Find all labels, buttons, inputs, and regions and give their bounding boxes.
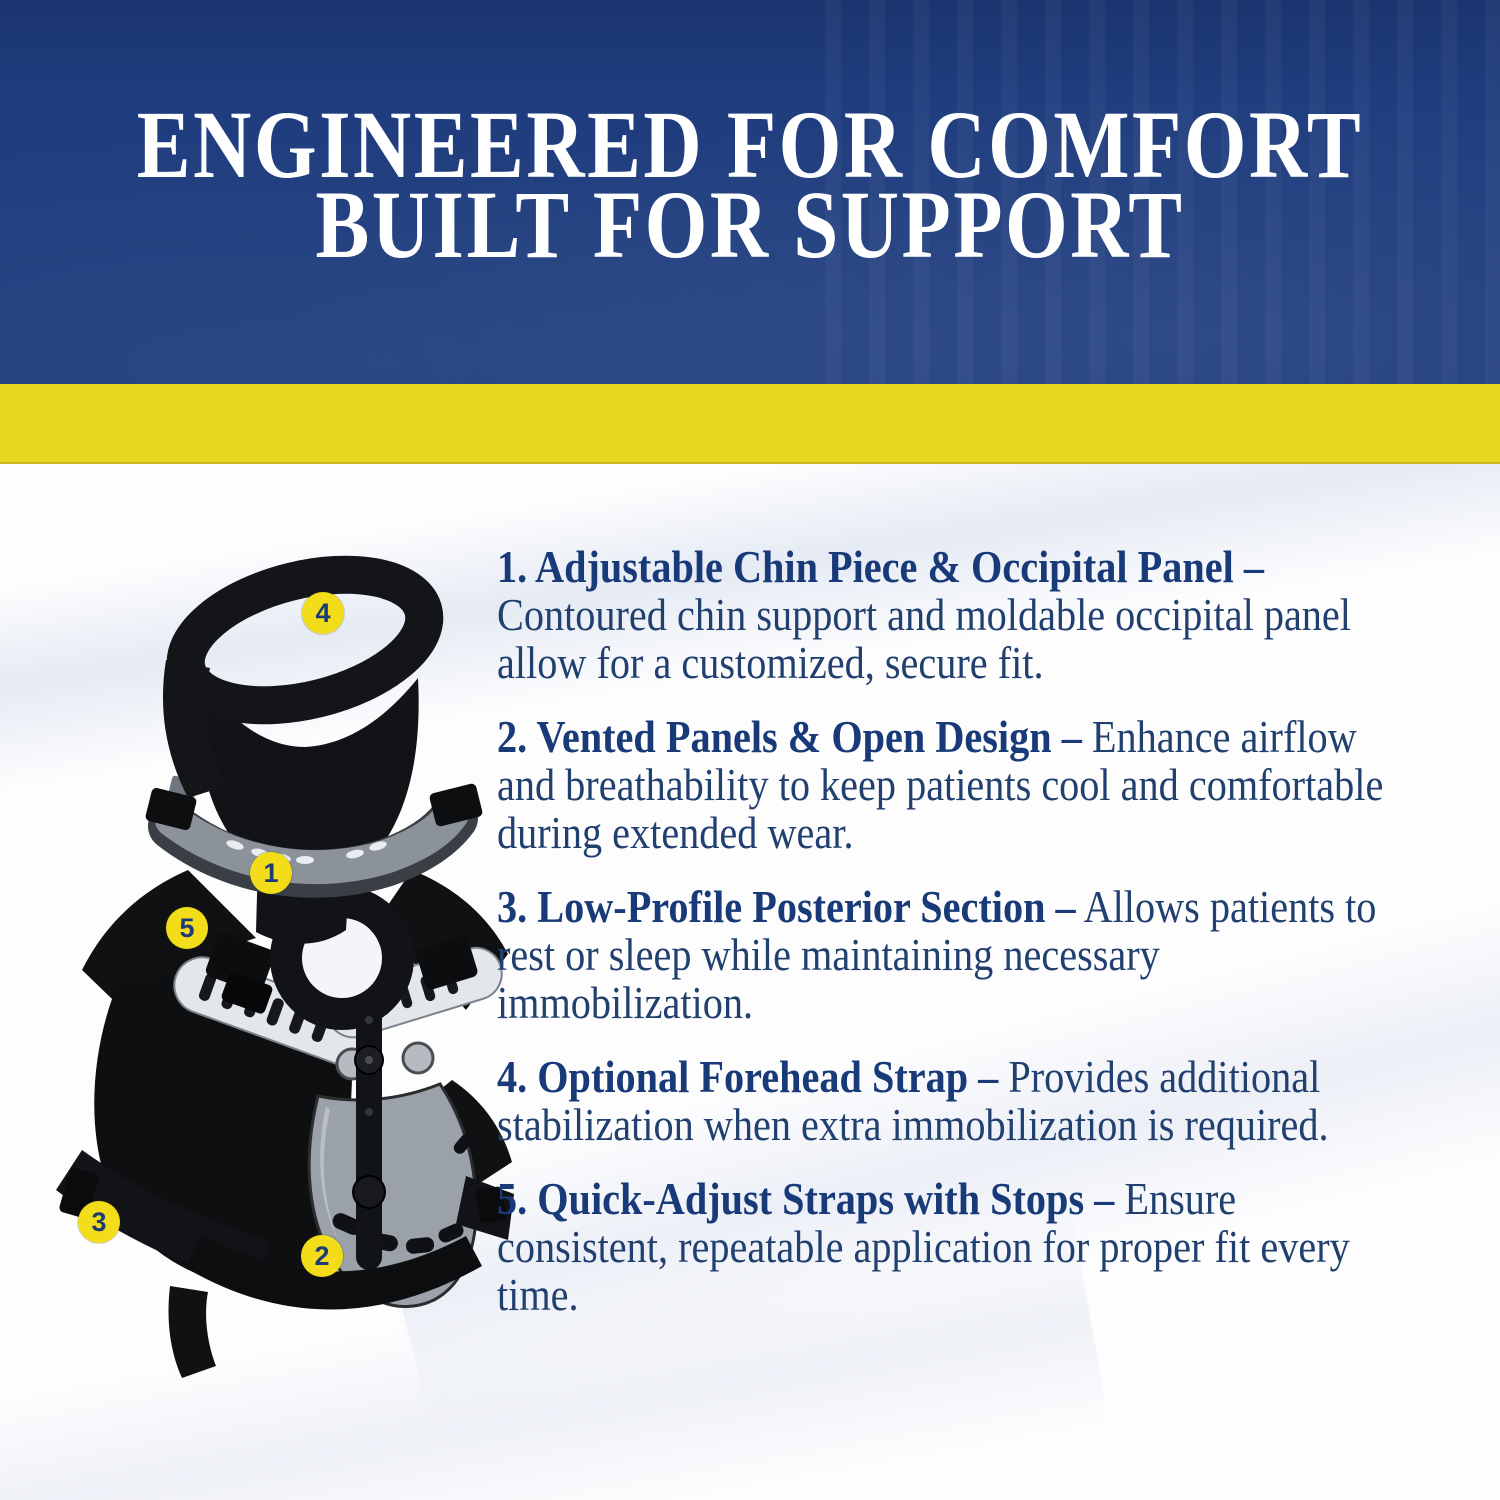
callout-badge-4: 4 xyxy=(302,592,344,634)
feature-item-5: 5. Quick-Adjust Straps with Stops – Ensu… xyxy=(497,1175,1416,1319)
feature-4-heading: 4. Optional Forehead Strap xyxy=(497,1051,969,1102)
feature-5-heading: 5. Quick-Adjust Straps with Stops xyxy=(497,1173,1085,1224)
header-cityscape-tint xyxy=(825,0,1500,384)
feature-1-body: Contoured chin support and moldable occi… xyxy=(497,589,1351,688)
center-adjust-strap xyxy=(352,1002,386,1270)
feature-2-dash: – xyxy=(1061,711,1082,762)
feature-1-heading: 1. Adjustable Chin Piece & Occipital Pan… xyxy=(497,541,1234,592)
callout-badge-5: 5 xyxy=(166,907,208,949)
yellow-divider-stripe xyxy=(0,384,1500,464)
title-line-1: ENGINEERED FOR COMFORT xyxy=(136,91,1364,198)
feature-1-dash: – xyxy=(1243,541,1264,592)
callout-badge-1: 1 xyxy=(250,852,292,894)
header-banner: ENGINEERED FOR COMFORT BUILT FOR SUPPORT xyxy=(0,0,1500,384)
title-line-2: BUILT FOR SUPPORT xyxy=(315,171,1185,278)
feature-2-heading: 2. Vented Panels & Open Design xyxy=(497,711,1052,762)
callout-badge-3: 3 xyxy=(78,1201,120,1243)
feature-item-2: 2. Vented Panels & Open Design – Enhance… xyxy=(497,713,1416,857)
fastener-bolt xyxy=(401,1041,435,1075)
callout-badge-2: 2 xyxy=(301,1235,343,1277)
header-texture xyxy=(0,0,1500,384)
feature-item-1: 1. Adjustable Chin Piece & Occipital Pan… xyxy=(497,543,1416,687)
product-photo-cto-brace xyxy=(56,555,514,1378)
feature-4-dash: – xyxy=(978,1051,999,1102)
feature-3-heading: 3. Low-Profile Posterior Section xyxy=(497,881,1046,932)
feature-list: 1. Adjustable Chin Piece & Occipital Pan… xyxy=(497,543,1416,1345)
feature-item-3: 3. Low-Profile Posterior Section – Allow… xyxy=(497,883,1416,1027)
feature-5-dash: – xyxy=(1094,1173,1115,1224)
feature-3-dash: – xyxy=(1055,881,1076,932)
feature-item-4: 4. Optional Forehead Strap – Provides ad… xyxy=(497,1053,1416,1149)
page-title: ENGINEERED FOR COMFORT BUILT FOR SUPPORT xyxy=(120,91,1380,278)
